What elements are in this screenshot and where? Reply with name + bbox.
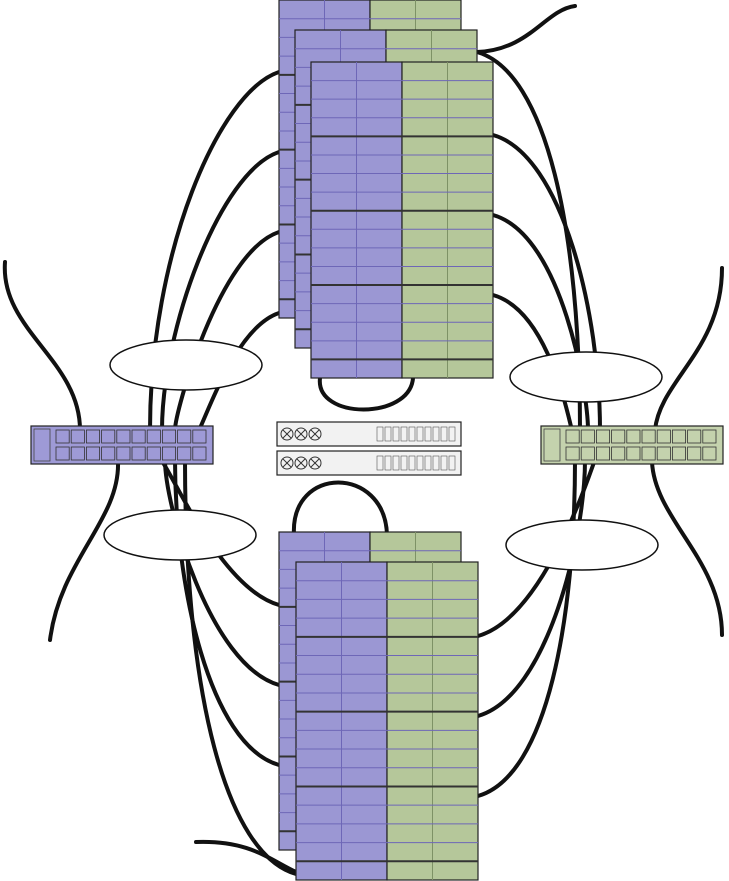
switch-body [541, 426, 723, 464]
callout-ellipse [110, 340, 262, 390]
cable-top-left-2 [175, 232, 279, 430]
controller-top [277, 422, 461, 446]
cable-top-exit [477, 6, 575, 52]
callout-bottom-right [506, 520, 658, 570]
switch-body [31, 426, 213, 464]
cable-controller-top [320, 378, 413, 410]
top-chassis-front [311, 62, 493, 378]
cable-controller-bottom [294, 483, 387, 536]
callout-top-left [110, 340, 262, 390]
controller-body [277, 451, 461, 475]
left-switch [31, 426, 213, 464]
right-switch [541, 426, 723, 464]
callout-top-right [510, 352, 662, 402]
controller-layer [277, 422, 461, 475]
callout-ellipse [510, 352, 662, 402]
cable-outer-left-top [5, 262, 80, 430]
controller-bottom [277, 451, 461, 475]
controller-body [277, 422, 461, 446]
cable-outer-left-bottom [50, 462, 118, 640]
callout-ellipse [104, 510, 256, 560]
bottom-chassis-front [296, 562, 478, 880]
callout-ellipse [506, 520, 658, 570]
cable-outer-right-bottom [652, 462, 722, 635]
callout-bottom-left [104, 510, 256, 560]
cable-outer-right-top [655, 268, 722, 430]
